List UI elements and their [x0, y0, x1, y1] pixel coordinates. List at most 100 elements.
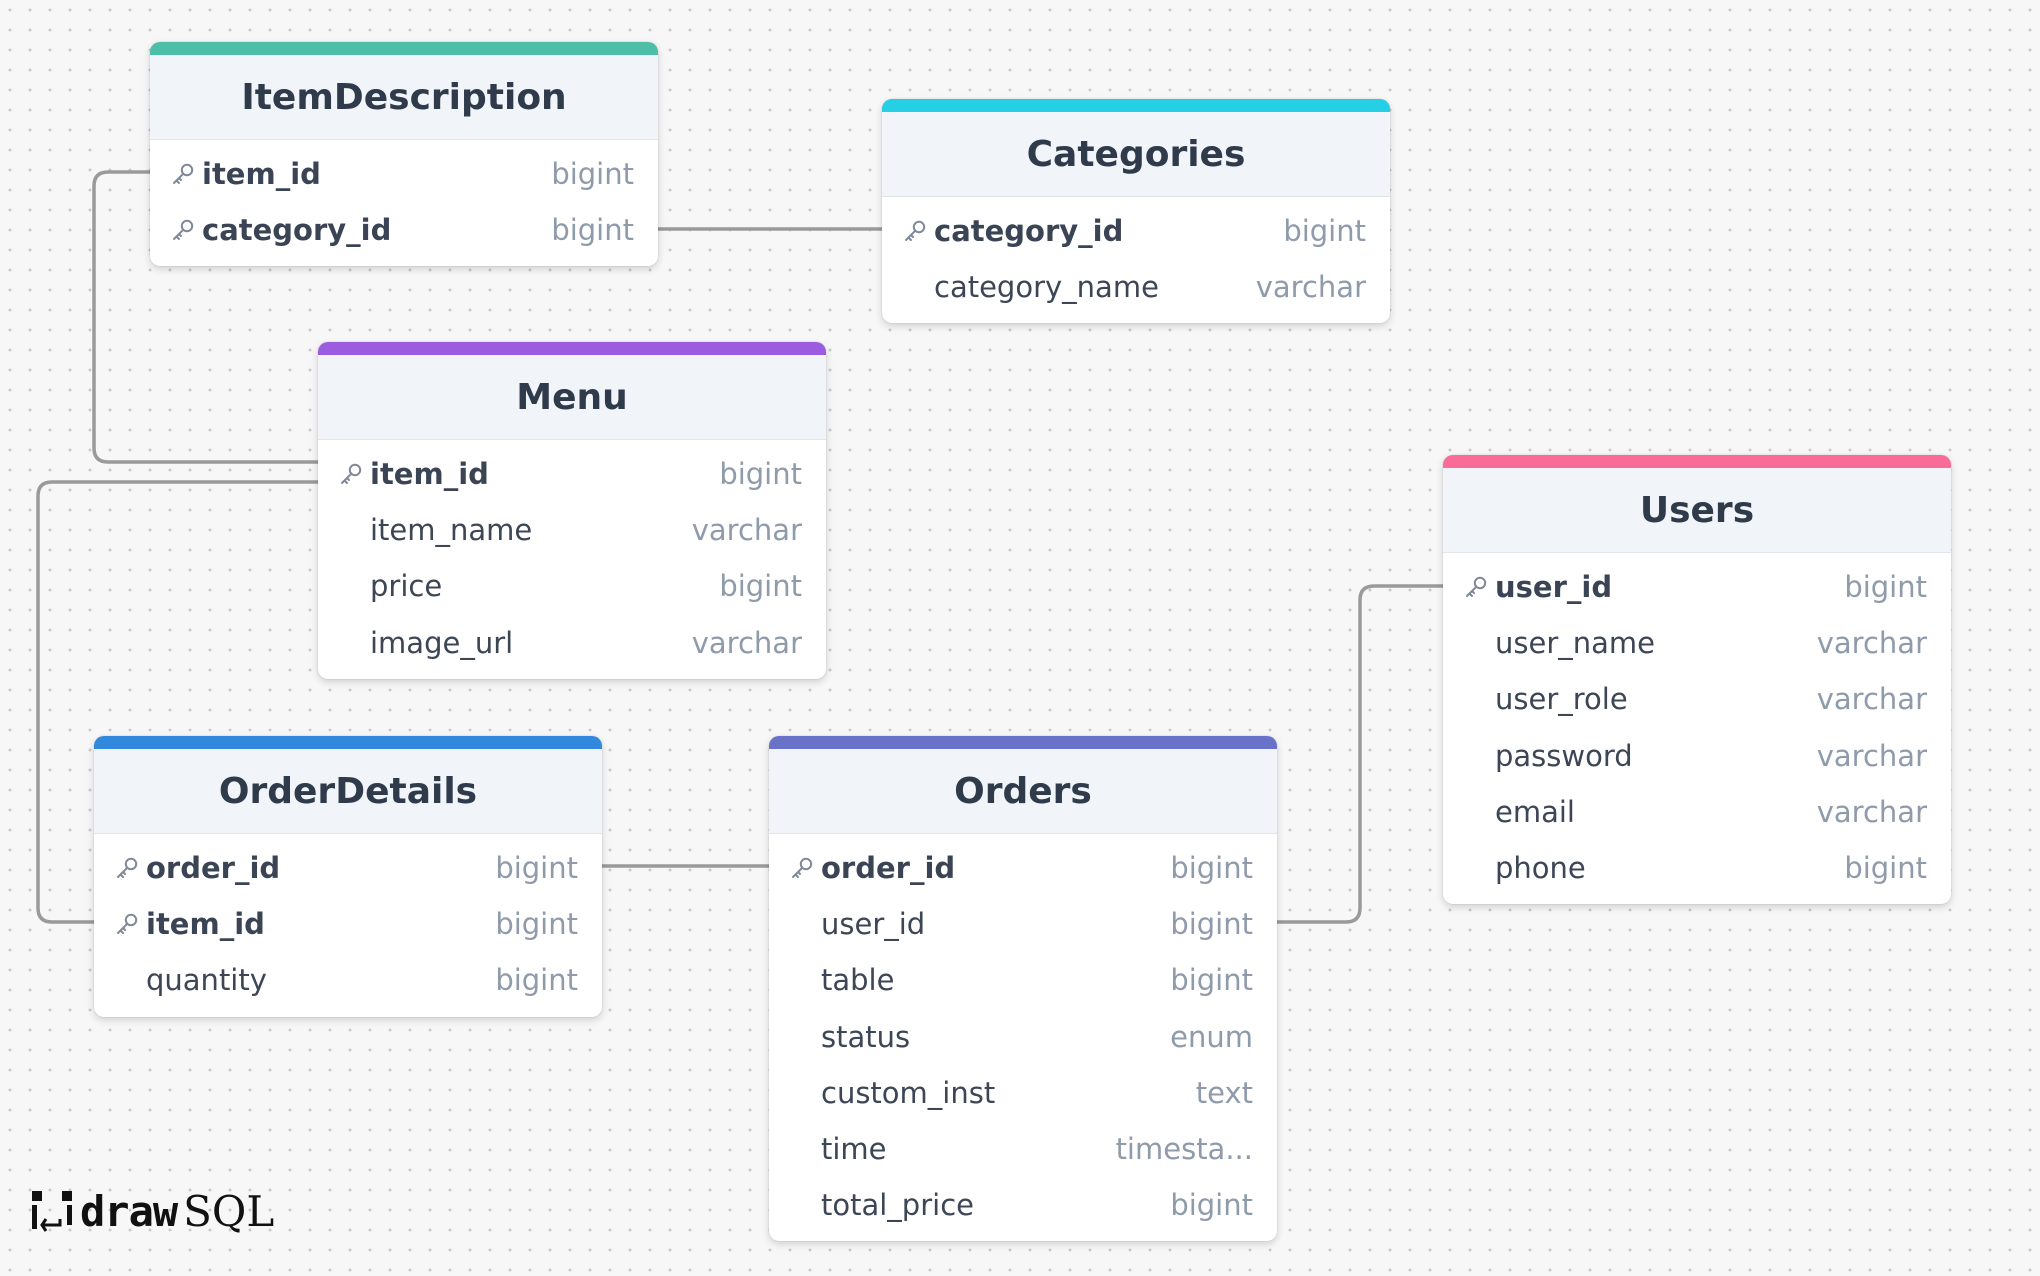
column-row[interactable]: order_id bigint: [769, 840, 1277, 896]
column-type: timesta...: [1115, 1132, 1253, 1167]
table-title: Orders: [954, 770, 1092, 812]
column-name: item_id: [202, 157, 321, 192]
column-row[interactable]: table bigint: [769, 952, 1277, 1008]
drawsql-logo[interactable]: draw SQL: [30, 1186, 274, 1236]
column-name: price: [370, 569, 443, 604]
table-header[interactable]: Categories: [882, 112, 1390, 197]
table-header[interactable]: OrderDetails: [94, 749, 602, 834]
column-name: total_price: [821, 1188, 974, 1223]
column-row[interactable]: order_id bigint: [94, 840, 602, 896]
column-type: enum: [1170, 1019, 1253, 1054]
table-title: Categories: [1026, 133, 1246, 175]
table-accent-bar: [769, 736, 1277, 749]
column-type: bigint: [495, 907, 578, 942]
column-name: order_id: [146, 851, 281, 886]
column-row[interactable]: image_url varchar: [318, 615, 826, 671]
column-type: varchar: [1816, 626, 1927, 661]
column-name: phone: [1495, 851, 1586, 886]
primary-key-icon: [1463, 574, 1489, 600]
column-name: user_id: [1495, 570, 1613, 605]
column-row[interactable]: user_id bigint: [1443, 559, 1951, 615]
column-row[interactable]: item_id bigint: [318, 446, 826, 502]
column-type: varchar: [1255, 270, 1366, 305]
table-title: ItemDescription: [241, 76, 567, 118]
table-header[interactable]: Orders: [769, 749, 1277, 834]
column-name: category_id: [934, 214, 1124, 249]
column-name: item_id: [370, 457, 489, 492]
table-accent-bar: [94, 736, 602, 749]
column-type: bigint: [719, 457, 802, 492]
column-type: bigint: [1844, 851, 1927, 886]
column-type: bigint: [1170, 963, 1253, 998]
column-type: varchar: [1816, 682, 1927, 717]
column-name: email: [1495, 794, 1575, 829]
column-type: varchar: [1816, 738, 1927, 773]
primary-key-icon: [338, 461, 364, 487]
table-header[interactable]: Menu: [318, 355, 826, 440]
logo-text-sql: SQL: [183, 1186, 275, 1236]
column-type: bigint: [719, 569, 802, 604]
primary-key-icon: [789, 855, 815, 881]
table-accent-bar: [882, 99, 1390, 112]
column-type: bigint: [1844, 570, 1927, 605]
column-row[interactable]: category_id bigint: [882, 203, 1390, 259]
table-accent-bar: [318, 342, 826, 355]
column-name: table: [821, 963, 895, 998]
table-title: Menu: [516, 376, 628, 418]
column-type: bigint: [551, 213, 634, 248]
column-type: text: [1195, 1075, 1253, 1110]
primary-key-icon: [902, 218, 928, 244]
column-type: bigint: [495, 851, 578, 886]
column-type: varchar: [691, 625, 802, 660]
primary-key-icon: [170, 161, 196, 187]
column-row[interactable]: price bigint: [318, 558, 826, 614]
column-name: user_id: [821, 907, 926, 942]
table-accent-bar: [150, 42, 658, 55]
column-row[interactable]: phone bigint: [1443, 840, 1951, 896]
column-type: bigint: [495, 963, 578, 998]
column-name: status: [821, 1019, 911, 1054]
logo-text-draw: draw: [80, 1186, 178, 1236]
column-name: image_url: [370, 625, 514, 660]
column-name: item_id: [146, 907, 265, 942]
column-name: password: [1495, 738, 1633, 773]
table-categories[interactable]: Categories category_id bigint category_nam…: [882, 99, 1390, 324]
column-row[interactable]: total_price bigint: [769, 1177, 1277, 1233]
column-name: order_id: [821, 851, 956, 886]
relationship-orders-users[interactable]: [1276, 584, 1443, 924]
column-row[interactable]: item_id bigint: [94, 896, 602, 952]
table-accent-bar: [1443, 455, 1951, 468]
primary-key-icon: [114, 911, 140, 937]
column-type: bigint: [1170, 1188, 1253, 1223]
table-header[interactable]: ItemDescription: [150, 55, 658, 140]
column-row[interactable]: password varchar: [1443, 728, 1951, 784]
column-type: bigint: [1283, 214, 1366, 249]
column-row[interactable]: status enum: [769, 1009, 1277, 1065]
column-type: bigint: [1170, 851, 1253, 886]
table-header[interactable]: Users: [1443, 468, 1951, 553]
column-type: varchar: [691, 513, 802, 548]
table-title: OrderDetails: [218, 770, 478, 812]
